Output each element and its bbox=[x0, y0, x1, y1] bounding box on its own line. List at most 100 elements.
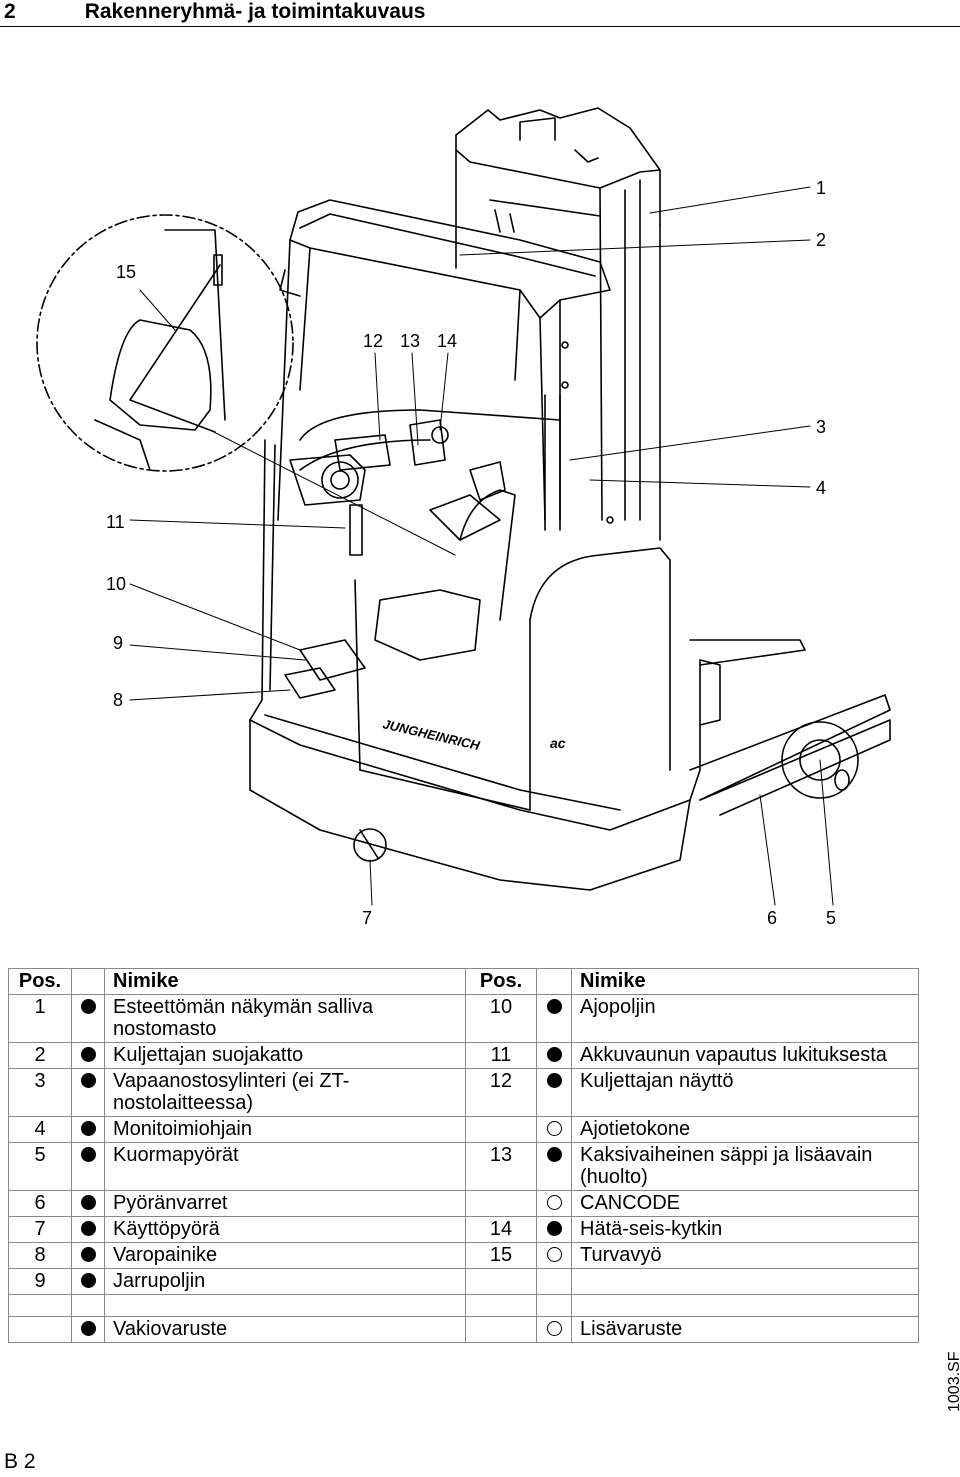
pos-left: 9 bbox=[8, 1268, 72, 1295]
pos-left: 7 bbox=[8, 1216, 72, 1243]
table-row: 3 Vapaanostosylinteri (ei ZT-nostolaittee… bbox=[8, 1068, 919, 1117]
name-left: Esteettömän näkymän salliva nostomasto bbox=[103, 994, 467, 1043]
name-right: Kuljettajan näyttö bbox=[571, 1068, 919, 1117]
callout-10: 10 bbox=[106, 574, 127, 594]
standard-marker-icon bbox=[546, 1047, 562, 1062]
name-left: Kuljettajan suojakatto bbox=[103, 1042, 467, 1069]
callout-9: 9 bbox=[113, 633, 124, 653]
standard-marker-icon bbox=[80, 1073, 96, 1088]
callout-14: 14 bbox=[437, 331, 458, 351]
pos-right: 11 bbox=[465, 1042, 538, 1069]
callout-1: 1 bbox=[816, 178, 827, 198]
name-left: Varopainike bbox=[103, 1242, 467, 1269]
header-pos-right: Pos. bbox=[465, 968, 538, 995]
name-right: Ajotietokone bbox=[571, 1116, 919, 1143]
model-text: ac bbox=[550, 735, 566, 751]
standard-marker-icon bbox=[80, 1121, 96, 1136]
pos-right: 12 bbox=[465, 1068, 538, 1117]
legend-row: Vakiovaruste Lisävaruste bbox=[8, 1316, 919, 1343]
callout-7: 7 bbox=[362, 908, 373, 928]
pos-left: 4 bbox=[8, 1116, 72, 1143]
pos-left: 6 bbox=[8, 1190, 72, 1217]
pos-right: 10 bbox=[465, 994, 538, 1043]
callout-15: 15 bbox=[116, 262, 137, 282]
name-left: Pyöränvarret bbox=[103, 1190, 467, 1217]
name-left: Vapaanostosylinteri (ei ZT-nostolaittees… bbox=[103, 1068, 467, 1117]
standard-marker-icon bbox=[80, 1047, 96, 1062]
header-name-right: Nimike bbox=[571, 968, 919, 995]
callout-4: 4 bbox=[816, 478, 827, 498]
header-divider bbox=[0, 26, 960, 27]
name-right: CANCODE bbox=[571, 1190, 919, 1217]
callout-3: 3 bbox=[816, 417, 827, 437]
table-row: 4 Monitoimiohjain Ajotietokone bbox=[8, 1116, 919, 1143]
standard-marker-icon bbox=[80, 1273, 96, 1288]
callout-2: 2 bbox=[816, 230, 827, 250]
header-pos-left: Pos. bbox=[8, 968, 72, 995]
forklift-illustration: JUNGHEINRICH ac bbox=[36, 107, 891, 906]
pos-right: 14 bbox=[465, 1216, 538, 1243]
standard-marker-icon bbox=[80, 1321, 96, 1336]
name-right: Turvavyö bbox=[571, 1242, 919, 1269]
standard-marker-icon bbox=[546, 1147, 562, 1162]
legend-optional: Lisävaruste bbox=[571, 1316, 919, 1343]
callout-13: 13 bbox=[400, 331, 421, 351]
name-left: Käyttöpyörä bbox=[103, 1216, 467, 1243]
optional-marker-icon bbox=[546, 1195, 562, 1210]
cab-body-drawing bbox=[249, 409, 701, 891]
brand-text: JUNGHEINRICH bbox=[381, 716, 481, 753]
name-right: Hätä-seis-kytkin bbox=[571, 1216, 919, 1243]
table-row: 9 Jarrupoljin bbox=[8, 1268, 919, 1295]
page-header: 2 Rakenneryhmä- ja toimintakuvaus bbox=[0, 0, 425, 24]
callout-8: 8 bbox=[113, 690, 124, 710]
callout-12: 12 bbox=[363, 331, 384, 351]
pos-right bbox=[465, 1268, 538, 1295]
optional-marker-icon bbox=[546, 1121, 562, 1136]
mast-drawing bbox=[455, 107, 661, 541]
standard-marker-icon bbox=[546, 1073, 562, 1088]
pos-left: 8 bbox=[8, 1242, 72, 1269]
name-right: Ajopoljin bbox=[571, 994, 919, 1043]
page-number: B 2 bbox=[4, 1450, 36, 1473]
callout-5: 5 bbox=[826, 908, 837, 928]
pos-left: 3 bbox=[8, 1068, 72, 1117]
optional-marker-icon bbox=[546, 1247, 562, 1262]
callout-11: 11 bbox=[106, 512, 125, 532]
callout-leader-lines bbox=[129, 186, 834, 906]
callout-6: 6 bbox=[767, 908, 778, 928]
section-number: 2 bbox=[4, 0, 16, 23]
standard-marker-icon bbox=[80, 1147, 96, 1162]
pos-right: 15 bbox=[465, 1242, 538, 1269]
standard-marker-icon bbox=[546, 1221, 562, 1236]
pos-left: 2 bbox=[8, 1042, 72, 1069]
optional-marker-icon bbox=[546, 1321, 562, 1336]
forks-drawing bbox=[689, 639, 891, 816]
name-right: Akkuvaunun vapautus lukituksesta bbox=[571, 1042, 919, 1069]
name-left: Jarrupoljin bbox=[103, 1268, 467, 1295]
name-left: Monitoimiohjain bbox=[103, 1116, 467, 1143]
pos-right bbox=[465, 1116, 538, 1143]
standard-marker-icon bbox=[80, 1195, 96, 1210]
legend-standard: Vakiovaruste bbox=[103, 1316, 467, 1343]
table-row: 6 Pyöränvarret CANCODE bbox=[8, 1190, 919, 1217]
header-name-left: Nimike bbox=[103, 968, 467, 995]
table-header-row: Pos. Nimike Pos. Nimike bbox=[8, 968, 919, 995]
standard-marker-icon bbox=[80, 1221, 96, 1236]
spacer-row bbox=[8, 1294, 919, 1317]
section-title: Rakenneryhmä- ja toimintakuvaus bbox=[84, 0, 426, 23]
standard-marker-icon bbox=[80, 999, 96, 1014]
pos-right: 13 bbox=[465, 1142, 538, 1191]
standard-marker-icon bbox=[546, 999, 562, 1014]
overhead-guard-drawing bbox=[277, 199, 611, 521]
name-right bbox=[571, 1268, 919, 1295]
seatbelt-detail-inset bbox=[36, 214, 294, 472]
doc-code: 1003.SF bbox=[946, 1351, 960, 1412]
name-left: Kuormapyörät bbox=[103, 1142, 467, 1191]
pos-left: 5 bbox=[8, 1142, 72, 1191]
